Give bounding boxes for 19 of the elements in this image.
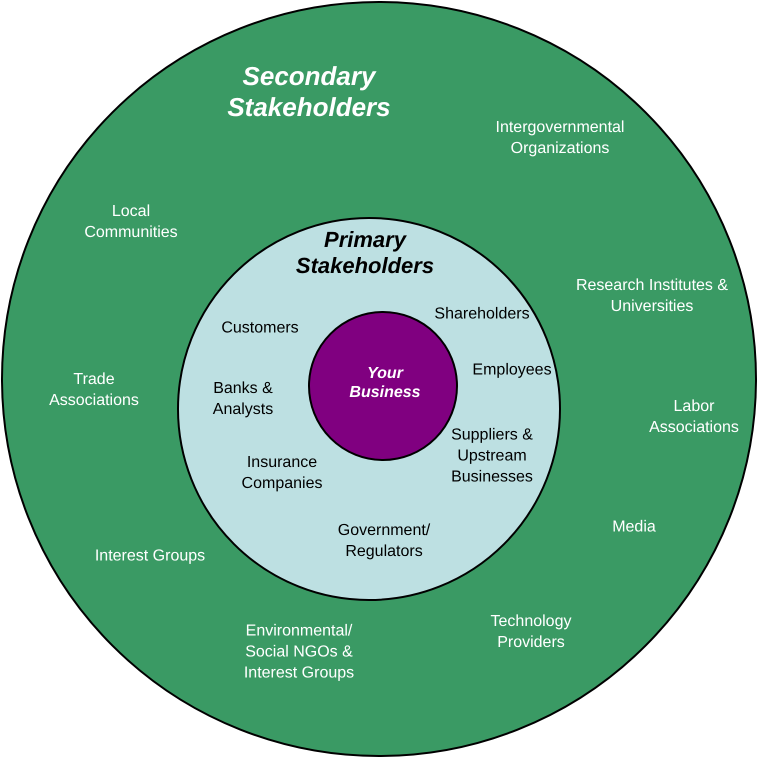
stakeholder-label: Insurance Companies: [240, 453, 324, 494]
stakeholder-label: Environmental/ Social NGOs & Interest Groups: [242, 622, 356, 684]
stakeholder-label: Employees: [471, 360, 553, 380]
ring-heading: Primary Stakeholders: [294, 227, 436, 279]
stakeholder-label: Government/ Regulators: [336, 521, 432, 562]
stakeholder-label: Labor Associations: [648, 397, 740, 438]
stakeholder-label: Intergovernmental Organizations: [494, 118, 626, 159]
stakeholder-label: Research Institutes & Universities: [574, 276, 730, 317]
stakeholder-label: Technology Providers: [490, 612, 572, 653]
stakeholder-label: Customers: [220, 318, 300, 338]
stakeholder-label: Interest Groups: [94, 546, 206, 566]
stakeholder-label: Suppliers & Upstream Businesses: [450, 426, 534, 488]
ring-heading: Secondary Stakeholders: [226, 61, 392, 123]
stakeholder-label: Trade Associations: [48, 370, 140, 411]
stakeholder-label: Local Communities: [83, 202, 179, 243]
stakeholder-label: Banks & Analysts: [212, 379, 274, 420]
ring-heading: Your Business: [348, 364, 422, 402]
stakeholder-label: Shareholders: [433, 304, 531, 324]
stakeholder-label: Media: [611, 518, 657, 538]
